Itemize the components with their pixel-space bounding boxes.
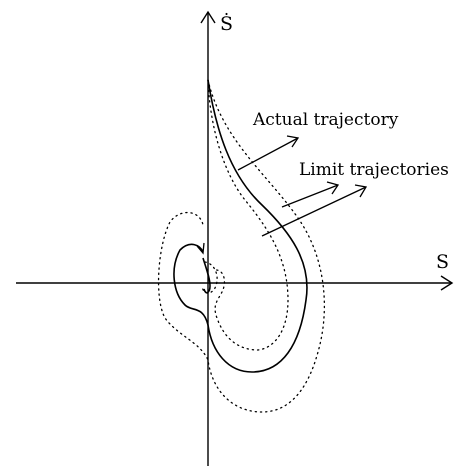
- limit-trajectory-center: [201, 261, 218, 294]
- y-axis-label: Ṡ: [220, 12, 233, 35]
- x-axis-arrowhead: [440, 275, 454, 291]
- limit-trajectories-label: Limit trajectories: [299, 160, 449, 180]
- actual-trajectory-label: Actual trajectory: [252, 110, 399, 130]
- spiral-arrowhead: [196, 242, 205, 255]
- limit-trajectory-pointer-head-1: [326, 181, 340, 195]
- limit-trajectory-pointer-head-2: [354, 184, 368, 198]
- actual-trajectory-curve: [173, 79, 308, 373]
- limit-trajectory-inner: [207, 79, 289, 351]
- x-axis-label: S: [436, 251, 449, 273]
- limit-trajectory-pointer-line-2: [261, 186, 367, 237]
- actual-trajectory-pointer-head: [286, 135, 300, 148]
- inner-spiral: [202, 257, 211, 294]
- y-axis-arrowhead: [200, 10, 216, 24]
- actual-trajectory-pointer-line: [237, 137, 299, 171]
- limit-trajectory-pointer-line-1: [281, 184, 339, 208]
